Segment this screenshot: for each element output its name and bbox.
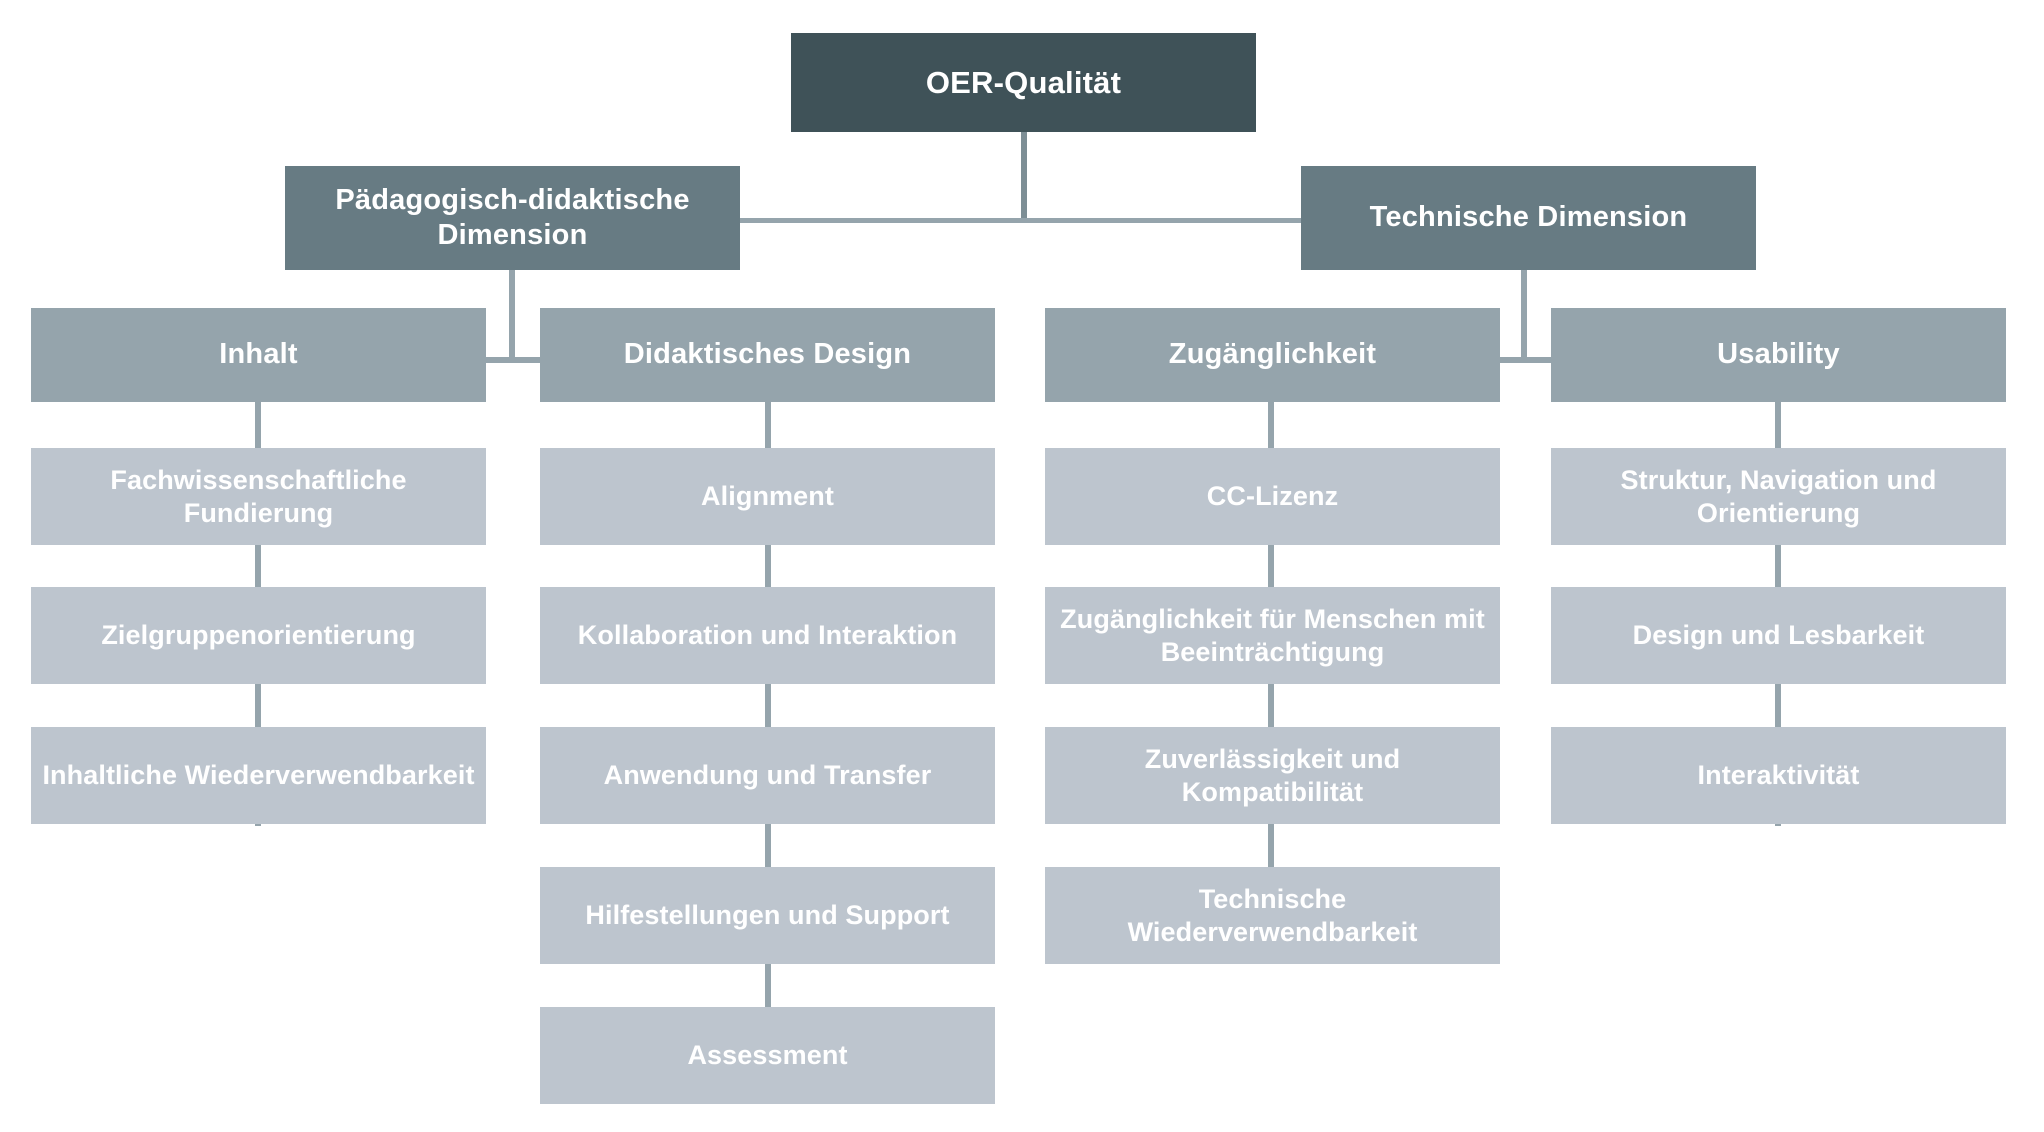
node-cc-lizenz[interactable]: CC-Lizenz xyxy=(1045,448,1500,545)
node-fachwissenschaftliche-fundierung[interactable]: Fachwissenschaftliche Fundierung xyxy=(31,448,486,545)
node-hilfestellungen-und-support[interactable]: Hilfestellungen und Support xyxy=(540,867,995,964)
connector-pedagogical-vertical xyxy=(509,270,515,362)
connector-dimensions-horizontal xyxy=(728,218,1303,223)
node-usability[interactable]: Usability xyxy=(1551,308,2006,402)
node-inhalt[interactable]: Inhalt xyxy=(31,308,486,402)
node-assessment[interactable]: Assessment xyxy=(540,1007,995,1104)
node-technische-dimension[interactable]: Technische Dimension xyxy=(1301,166,1756,270)
node-didaktisches-design[interactable]: Didaktisches Design xyxy=(540,308,995,402)
node-zuverlaessigkeit-und-kompatibilitaet[interactable]: Zuverlässigkeit und Kompatibilität xyxy=(1045,727,1500,824)
node-struktur-navigation-und-orientierung[interactable]: Struktur, Navigation und Orientierung xyxy=(1551,448,2006,545)
connector-root-vertical xyxy=(1021,132,1027,222)
connector-technical-children-horizontal xyxy=(1267,357,1777,363)
connector-pedagogical-children-horizontal xyxy=(257,357,767,363)
node-zugaenglichkeit[interactable]: Zugänglichkeit xyxy=(1045,308,1500,402)
node-interaktivitaet[interactable]: Interaktivität xyxy=(1551,727,2006,824)
node-inhaltliche-wiederverwendbarkeit[interactable]: Inhaltliche Wiederverwendbarkeit xyxy=(31,727,486,824)
node-kollaboration-und-interaktion[interactable]: Kollaboration und Interaktion xyxy=(540,587,995,684)
node-technische-wiederverwendbarkeit[interactable]: Technische Wiederverwendbarkeit xyxy=(1045,867,1500,964)
node-alignment[interactable]: Alignment xyxy=(540,448,995,545)
node-anwendung-und-transfer[interactable]: Anwendung und Transfer xyxy=(540,727,995,824)
node-oer-qualitaet[interactable]: OER-Qualität xyxy=(791,33,1256,132)
node-zielgruppenorientierung[interactable]: Zielgruppenorientierung xyxy=(31,587,486,684)
node-design-und-lesbarkeit[interactable]: Design und Lesbarkeit xyxy=(1551,587,2006,684)
node-zugaenglichkeit-fuer-menschen-mit-beeintraechtigung[interactable]: Zugänglichkeit für Menschen mit Beeinträ… xyxy=(1045,587,1500,684)
node-paedagogisch-didaktische-dimension[interactable]: Pädagogisch-didaktische Dimension xyxy=(285,166,740,270)
connector-technical-vertical xyxy=(1521,270,1527,362)
